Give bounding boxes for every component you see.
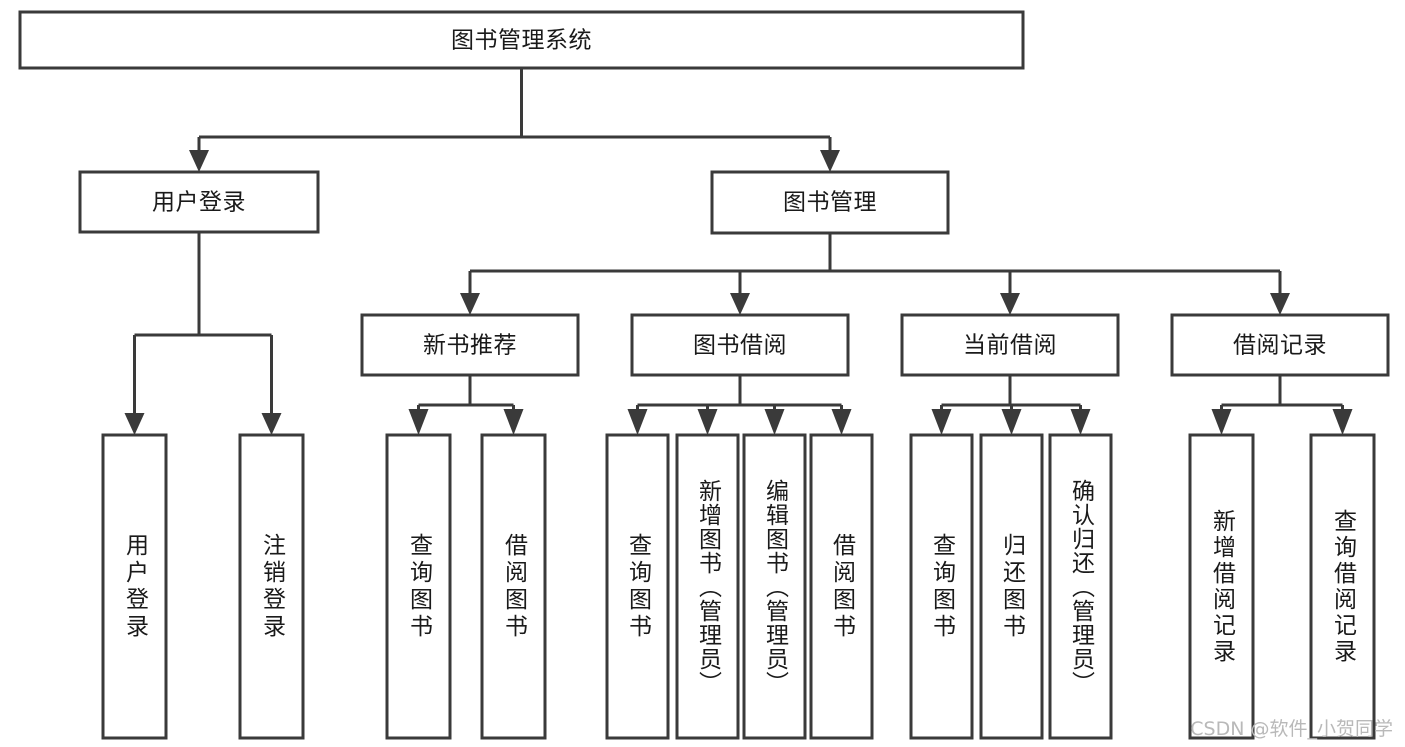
node-leaf-borrow-book-2-box[interactable] xyxy=(809,433,874,740)
node-root-box[interactable] xyxy=(18,10,1025,70)
node-leaf-borrow-book-1-box[interactable] xyxy=(480,433,547,740)
connector-group-current-borrow xyxy=(931,375,1091,435)
connector-group-root xyxy=(189,68,840,172)
node-leaf-query-record[interactable] xyxy=(1309,433,1376,740)
arrow-head-leaf-confirm-return xyxy=(1070,409,1091,435)
node-leaf-borrow-book-2[interactable] xyxy=(809,433,874,740)
node-root-label: 图书管理系统 xyxy=(451,28,592,54)
node-leaf-query-book-2-box[interactable] xyxy=(605,433,670,740)
arrow-head-leaf-query-book-1 xyxy=(408,409,429,435)
node-book-borrow-label: 图书借阅 xyxy=(693,333,787,359)
node-leaf-add-record[interactable] xyxy=(1188,433,1255,740)
node-book-borrow-box[interactable] xyxy=(630,313,850,377)
arrow-head-leaf-borrow-book-1 xyxy=(503,409,524,435)
connector-group-borrow-record xyxy=(1211,375,1353,435)
node-leaf-query-record-box[interactable] xyxy=(1309,433,1376,740)
node-leaf-add-record-box[interactable] xyxy=(1188,433,1255,740)
node-borrow-record-box[interactable] xyxy=(1170,313,1390,377)
node-leaf-user-login[interactable] xyxy=(101,433,168,740)
node-user-login-label: 用户登录 xyxy=(152,190,246,216)
node-user-login-box[interactable] xyxy=(78,170,320,234)
node-leaf-add-book[interactable] xyxy=(675,433,740,740)
node-book-borrow[interactable]: 图书借阅 xyxy=(630,313,850,377)
node-user-login[interactable]: 用户登录 xyxy=(78,170,320,234)
arrow-head-new-book-rec xyxy=(460,293,480,315)
node-leaf-logout[interactable] xyxy=(238,433,305,740)
node-leaf-confirm-return-box[interactable] xyxy=(1048,433,1113,740)
node-leaf-return-book-box[interactable] xyxy=(979,433,1044,740)
node-root[interactable]: 图书管理系统 xyxy=(18,10,1025,70)
node-leaf-logout-box[interactable] xyxy=(238,433,305,740)
node-leaf-edit-book[interactable] xyxy=(742,433,807,740)
arrow-head-leaf-return-book xyxy=(1001,409,1022,435)
node-borrow-record[interactable]: 借阅记录 xyxy=(1170,313,1390,377)
arrow-head-leaf-user-login xyxy=(124,413,145,435)
node-leaf-query-book-3-box[interactable] xyxy=(909,433,974,740)
node-leaf-confirm-return[interactable] xyxy=(1048,433,1113,740)
arrow-head-leaf-borrow-book-2 xyxy=(831,409,852,435)
node-borrow-record-label: 借阅记录 xyxy=(1233,333,1327,359)
node-new-book-rec[interactable]: 新书推荐 xyxy=(360,313,580,377)
node-new-book-rec-box[interactable] xyxy=(360,313,580,377)
node-leaf-query-book-3[interactable] xyxy=(909,433,974,740)
arrow-head-leaf-edit-book xyxy=(764,409,785,435)
node-leaf-query-book-1-box[interactable] xyxy=(385,433,452,740)
arrow-head-leaf-query-record xyxy=(1332,409,1353,435)
arrow-head-leaf-logout xyxy=(261,413,282,435)
connector-group-new-book-rec xyxy=(408,375,524,435)
arrow-head-leaf-add-book xyxy=(697,409,718,435)
arrow-head-leaf-add-record xyxy=(1211,409,1232,435)
arrow-head-book-borrow xyxy=(730,293,750,315)
connector-group-book-borrow xyxy=(627,375,852,435)
node-new-book-rec-label: 新书推荐 xyxy=(423,333,517,359)
arrow-head-current-borrow xyxy=(1000,293,1020,315)
node-current-borrow[interactable]: 当前借阅 xyxy=(900,313,1120,377)
arrow-head-book-manage xyxy=(820,150,840,172)
node-leaf-borrow-book-1[interactable] xyxy=(480,433,547,740)
node-book-manage-box[interactable] xyxy=(710,170,950,235)
arrow-head-leaf-query-book-2 xyxy=(627,409,648,435)
arrow-head-borrow-record xyxy=(1270,293,1290,315)
node-leaf-return-book[interactable] xyxy=(979,433,1044,740)
node-current-borrow-label: 当前借阅 xyxy=(963,333,1057,359)
node-leaf-edit-book-box[interactable] xyxy=(742,433,807,740)
node-leaf-add-book-box[interactable] xyxy=(675,433,740,740)
connector-group-book-manage xyxy=(460,233,1290,315)
node-book-manage-label: 图书管理 xyxy=(783,190,877,216)
connector-group-user-login xyxy=(124,232,282,435)
node-book-manage[interactable]: 图书管理 xyxy=(710,170,950,235)
node-leaf-query-book-1[interactable] xyxy=(385,433,452,740)
node-leaf-user-login-box[interactable] xyxy=(101,433,168,740)
node-leaf-query-book-2[interactable] xyxy=(605,433,670,740)
arrow-head-leaf-query-book-3 xyxy=(931,409,952,435)
node-current-borrow-box[interactable] xyxy=(900,313,1120,377)
arrow-head-user-login xyxy=(189,150,209,172)
